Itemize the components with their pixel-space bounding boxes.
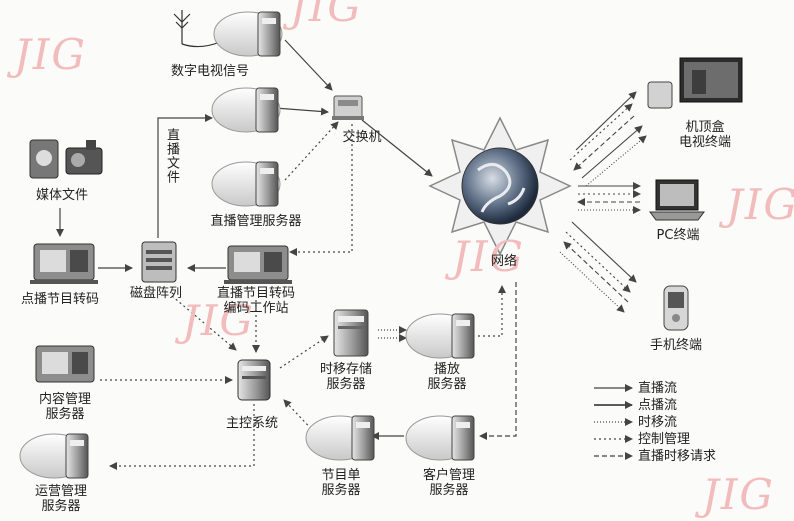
- legend-item-live: 直播流: [594, 381, 764, 397]
- watermark: JIG: [290, 0, 363, 31]
- edge-live-feed-switch: [275, 108, 328, 112]
- legend-label-vod: 点播流: [638, 398, 677, 413]
- legend-label-timeshift: 时移流: [638, 415, 677, 430]
- label-timeshift-line2: 服务器: [306, 377, 386, 392]
- label-ops-mgmt: 运营管理 服务器: [16, 484, 106, 514]
- edge-playout-network: [478, 286, 502, 336]
- watermark: JIG: [14, 30, 87, 79]
- label-timeshift: 时移存储 服务器: [306, 362, 386, 392]
- label-pc: PC终端: [638, 228, 718, 243]
- watermark: JIG: [702, 470, 775, 519]
- content-mgmt-server-icon: [36, 346, 94, 382]
- edges-network-pc: [578, 186, 640, 210]
- label-playout: 播放 服务器: [412, 362, 482, 392]
- label-media-files: 媒体文件: [22, 188, 102, 203]
- label-live-mgmt: 直播管理服务器: [196, 214, 316, 229]
- label-live-feed: 直播文件: [164, 128, 179, 184]
- label-digital-tv: 数字电视信号: [160, 64, 260, 79]
- label-playout-line1: 播放: [412, 362, 482, 377]
- edge-master-ops: [110, 404, 254, 466]
- label-epg-line1: 节目单: [306, 468, 376, 483]
- set-top-box-tv-icon: [648, 58, 742, 108]
- customer-mgmt-server-icon: [406, 416, 474, 460]
- edge-network-customer: [480, 282, 516, 436]
- playout-server-icon: [406, 314, 474, 358]
- label-customer-mgmt-line2: 服务器: [404, 483, 494, 498]
- label-content-mgmt-line1: 内容管理: [20, 392, 110, 407]
- label-epg-line2: 服务器: [306, 483, 376, 498]
- label-customer-mgmt: 客户管理 服务器: [404, 468, 494, 498]
- label-stb-line2: 电视终端: [650, 135, 760, 150]
- label-disk-array: 磁盘阵列: [116, 286, 196, 301]
- edge-live-mgmt-switch: [285, 122, 338, 180]
- legend-item-timeshift: 时移流: [594, 415, 764, 431]
- label-epg: 节目单 服务器: [306, 468, 376, 498]
- legend-item-vod: 点播流: [594, 398, 764, 414]
- live-mgmt-server-icon: [212, 162, 280, 206]
- label-content-mgmt: 内容管理 服务器: [20, 392, 110, 422]
- edge-digital-tv-switch: [285, 40, 332, 90]
- master-control-icon: [238, 360, 270, 400]
- label-content-mgmt-line2: 服务器: [20, 407, 110, 422]
- legend-item-control: 控制管理: [594, 432, 764, 448]
- edge-switch-network: [362, 120, 432, 176]
- timeshift-server-icon: [334, 310, 368, 356]
- pc-laptop-icon: [650, 180, 704, 220]
- legend-item-request: 直播时移请求: [594, 449, 764, 465]
- label-ops-mgmt-line2: 服务器: [16, 499, 106, 514]
- label-stb: 机顶盒 电视终端: [650, 120, 760, 150]
- legend-label-request: 直播时移请求: [638, 449, 716, 464]
- label-ops-mgmt-line1: 运营管理: [16, 484, 106, 499]
- digital-tv-server-icon: [214, 12, 282, 56]
- epg-server-icon: [306, 416, 374, 460]
- edges-network-stb: [570, 92, 646, 186]
- antenna-icon: [174, 10, 220, 47]
- label-mobile: 手机终端: [636, 338, 716, 353]
- media-files-icon: [30, 140, 102, 178]
- mobile-phone-icon: [664, 286, 688, 330]
- label-live-transcode-line1: 直播节目转码: [196, 286, 316, 301]
- watermark: JIG: [726, 180, 794, 229]
- label-network: 网络: [474, 254, 534, 269]
- switch-icon: [332, 96, 364, 120]
- label-timeshift-line1: 时移存储: [306, 362, 386, 377]
- vod-transcode-machine-icon: [30, 244, 98, 284]
- label-live-transcode-line2: 编码工作站: [196, 301, 316, 316]
- disk-array-icon: [142, 242, 176, 282]
- ops-mgmt-server-icon: [20, 434, 88, 478]
- legend-label-live: 直播流: [638, 381, 677, 396]
- label-vod-transcode: 点播节目转码: [10, 292, 110, 307]
- label-live-transcode: 直播节目转码 编码工作站: [196, 286, 316, 316]
- edges-network-mobile: [560, 222, 636, 312]
- label-playout-line2: 服务器: [412, 377, 482, 392]
- label-customer-mgmt-line1: 客户管理: [404, 468, 494, 483]
- legend-label-control: 控制管理: [638, 432, 690, 447]
- label-master-control: 主控系统: [212, 416, 292, 431]
- live-feed-server-icon: [212, 88, 280, 132]
- label-stb-line1: 机顶盒: [650, 120, 760, 135]
- label-switch: 交换机: [332, 130, 392, 145]
- live-transcode-machine-icon: [224, 246, 292, 284]
